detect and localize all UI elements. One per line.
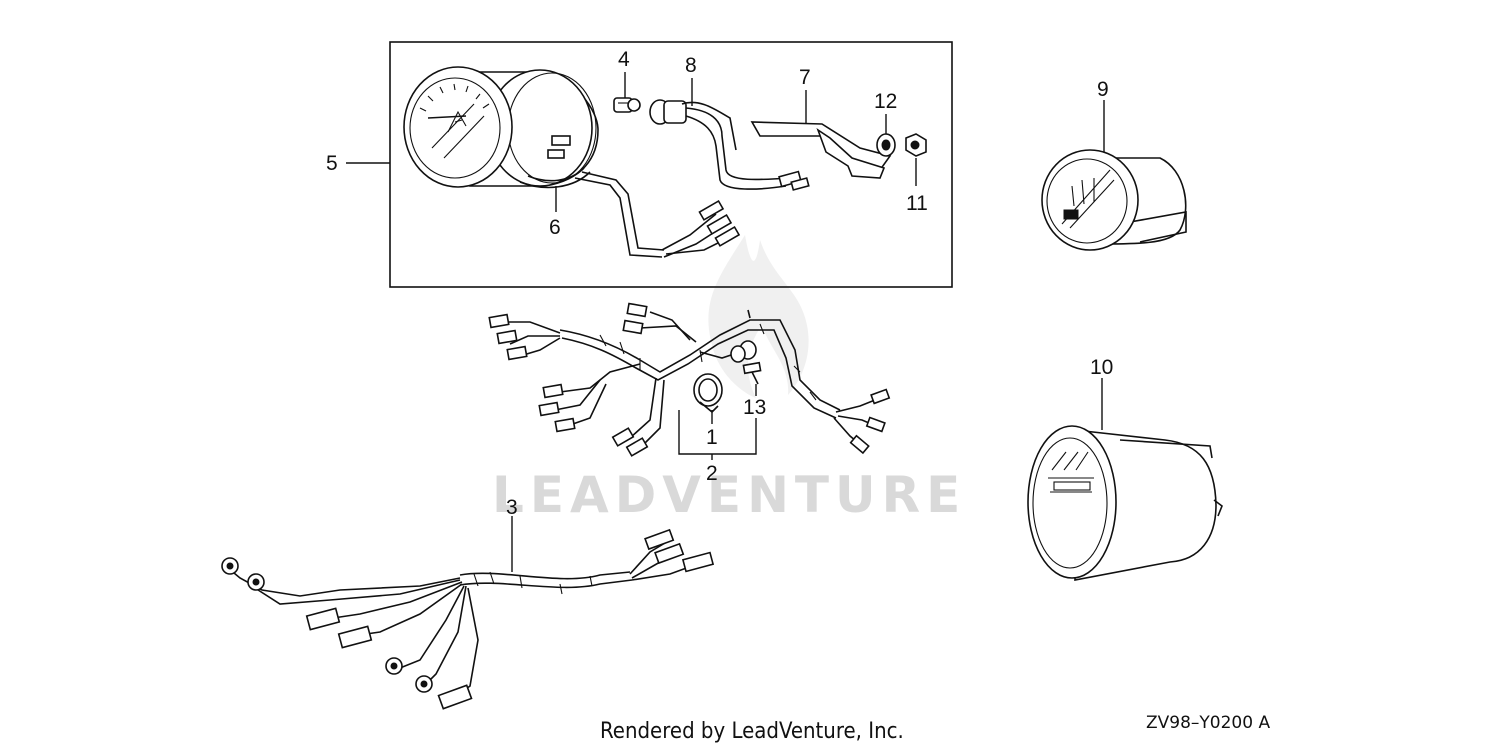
callout-7: 7	[799, 66, 811, 89]
callout-12: 12	[874, 90, 897, 113]
part-trim-meter[interactable]	[1041, 149, 1187, 251]
part-main-harness[interactable]	[488, 302, 891, 457]
callout-1: 1	[706, 426, 718, 449]
callout-10: 10	[1090, 356, 1113, 379]
callout-8: 8	[685, 54, 697, 77]
callout-3: 3	[506, 496, 518, 519]
callout-9: 9	[1097, 78, 1109, 101]
footer-credit: Rendered by LeadVenture, Inc.	[600, 719, 904, 744]
part-screw[interactable]	[742, 361, 762, 385]
part-bulb[interactable]	[613, 97, 641, 113]
callout-6: 6	[549, 216, 561, 239]
part-washer[interactable]	[876, 133, 896, 157]
callout-5: 5	[326, 152, 338, 175]
part-extension-harness[interactable]	[221, 528, 715, 710]
part-gauge[interactable]	[1027, 425, 1223, 581]
watermark-flame-icon	[708, 235, 809, 398]
part-tachometer-gauge[interactable]	[403, 66, 741, 258]
watermark-text: LEADVENTURE	[492, 466, 966, 524]
part-clamp[interactable]	[693, 373, 723, 414]
callout-13: 13	[743, 396, 766, 419]
part-nut[interactable]	[905, 133, 927, 157]
callout-11: 11	[906, 192, 928, 215]
diagram-code: ZV98–Y0200 A	[1146, 713, 1270, 733]
part-bracket[interactable]	[750, 121, 892, 179]
callout-2: 2	[706, 462, 718, 485]
leader-lines	[346, 72, 1105, 572]
meter-kit-frame	[389, 41, 953, 288]
callout-4: 4	[618, 48, 630, 71]
part-bulb-socket[interactable]	[649, 99, 810, 191]
